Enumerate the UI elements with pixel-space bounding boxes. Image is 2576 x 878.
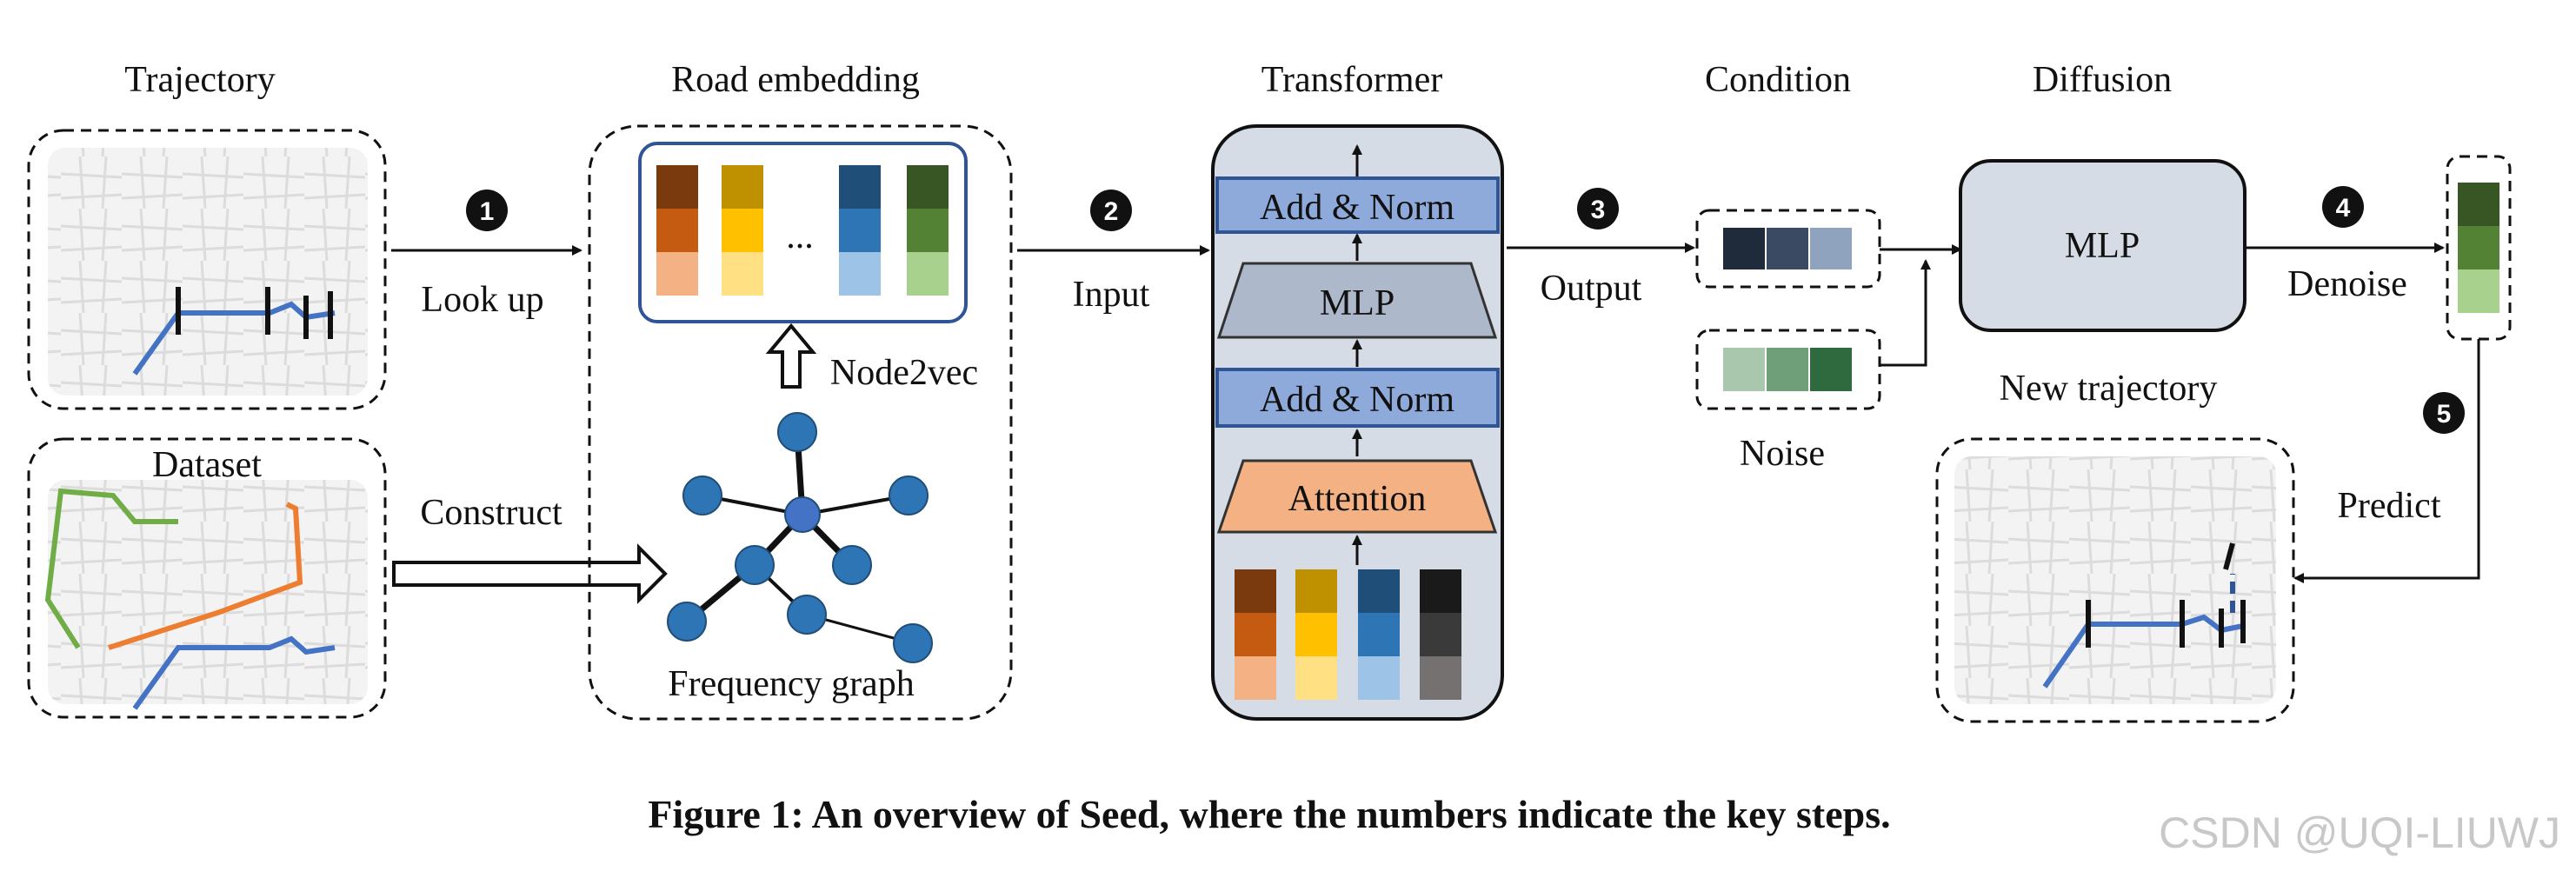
svg-text:4: 4 <box>2336 194 2351 223</box>
add-norm-top-label: Add & Norm <box>1260 188 1454 228</box>
embedding-lookup-box <box>638 142 968 323</box>
figure-caption: Figure 1: An overview of Seed, where the… <box>648 792 1890 836</box>
condition-title: Condition <box>1705 60 1851 100</box>
diffusion-mlp-label: MLP <box>2065 226 2140 266</box>
dataset-route-blue <box>132 635 336 710</box>
diffusion-mlp-block <box>1959 159 2247 332</box>
denoise-label: Denoise <box>2287 264 2407 304</box>
embedding-column-blue <box>839 165 881 296</box>
dataset-panel <box>27 437 387 719</box>
noise-to-mlp-arrow <box>1880 259 1931 367</box>
trajectory-title: Trajectory <box>124 60 275 100</box>
transformer-title: Transformer <box>1261 60 1442 100</box>
add-norm-bottom-block <box>1215 368 1500 428</box>
noise-vector <box>1695 329 1881 410</box>
trajectory-ticks <box>176 287 333 339</box>
embedding-column-brown <box>656 165 698 296</box>
svg-text:5: 5 <box>2437 400 2452 429</box>
embedding-ellipsis: ... <box>786 216 814 256</box>
dataset-label: Dataset <box>152 445 262 485</box>
new-trajectory-title: New trajectory <box>2000 369 2218 409</box>
svg-text:1: 1 <box>480 197 495 226</box>
frequency-graph <box>667 412 933 663</box>
svg-text:3: 3 <box>1591 196 1606 224</box>
frequency-graph-label: Frequency graph <box>668 664 914 704</box>
step-5-badge: 5 <box>2423 392 2465 434</box>
attention-label: Attention <box>1288 479 1427 519</box>
noise-label: Noise <box>1740 434 1825 474</box>
construct-arrow <box>392 543 668 604</box>
node2vec-arrow <box>765 323 817 389</box>
step-4-badge: 4 <box>2322 186 2364 228</box>
new-trajectory-map <box>1954 456 2276 704</box>
output-label: Output <box>1541 269 1642 309</box>
dataset-map <box>48 480 368 704</box>
node2vec-label: Node2vec <box>830 353 978 393</box>
road-embedding-panel: ... <box>588 124 1013 721</box>
trajectory-route <box>132 301 336 376</box>
transformer-block: Add & Norm MLP Add & Norm Attention <box>1211 124 1504 721</box>
construct-label: Construct <box>420 493 562 533</box>
predict-label: Predict <box>2338 486 2441 526</box>
add-norm-top-block <box>1215 176 1500 234</box>
condition-vector <box>1695 209 1881 289</box>
transformer-input-blue <box>1358 569 1400 700</box>
diffusion-title: Diffusion <box>2033 60 2172 100</box>
new-trajectory-panel <box>1935 437 2295 723</box>
trajectory-map <box>48 148 368 396</box>
dataset-route-orange <box>108 502 303 650</box>
add-norm-bottom-label: Add & Norm <box>1260 380 1454 420</box>
step-2-badge: 2 <box>1090 190 1132 231</box>
transformer-input-gray <box>1420 569 1461 700</box>
denoised-vector <box>2446 155 2512 341</box>
transformer-input-gold <box>1295 569 1337 700</box>
dataset-route-green <box>44 488 178 649</box>
embedding-column-green <box>907 165 949 296</box>
input-label: Input <box>1073 275 1150 315</box>
new-trajectory-ticks <box>2086 542 2246 648</box>
svg-text:2: 2 <box>1104 197 1119 226</box>
predict-arrow <box>2293 339 2480 583</box>
transformer-input-brown <box>1235 569 1276 700</box>
road-embedding-title: Road embedding <box>671 60 920 100</box>
embedding-column-gold <box>722 165 763 296</box>
lookup-label: Look up <box>421 280 543 320</box>
trajectory-panel <box>27 129 387 410</box>
attention-block <box>1216 459 1498 534</box>
watermark: CSDN @UQI-LIUWJ <box>2159 808 2560 857</box>
transformer-mlp-label: MLP <box>1320 283 1395 323</box>
step-1-badge: 1 <box>466 190 508 231</box>
transformer-mlp-block <box>1216 262 1498 339</box>
new-trajectory-route <box>2042 614 2244 688</box>
step-3-badge: 3 <box>1577 188 1619 229</box>
